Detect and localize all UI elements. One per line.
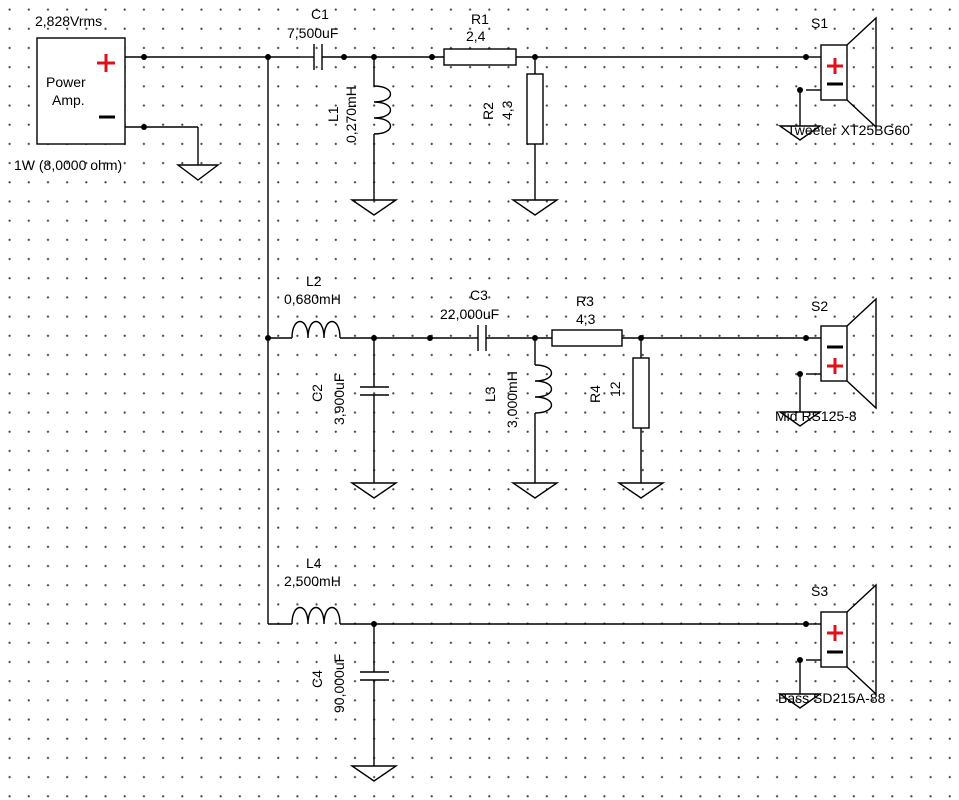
l4-value: 2,500mH	[284, 573, 341, 589]
c2-value: 3,900uF	[331, 374, 347, 425]
s1-name: Tweeter XT25BG60	[787, 122, 910, 138]
c1-value: 7,500uF	[287, 25, 338, 41]
r3-ref: R3	[576, 293, 594, 309]
inductor-l4[interactable]: L4 2,500mH	[268, 555, 374, 625]
l3-value: 3,000mH	[504, 371, 520, 428]
l1-value: 0,270mH	[343, 86, 359, 143]
inductor-l1[interactable]: L1 0,270mH	[325, 57, 392, 200]
capacitor-c1[interactable]: C1 7,500uF	[287, 6, 344, 70]
r3-value: 4,3	[576, 311, 596, 327]
amp-name-line2: Amp.	[52, 92, 85, 108]
s3-ref: S3	[811, 583, 828, 599]
resistor-r4[interactable]: R4 12	[587, 338, 650, 483]
inductor-l3[interactable]: L3 3,000mH	[482, 338, 553, 483]
l2-ref: L2	[306, 273, 322, 289]
resistor-r2[interactable]: R2 4,3	[480, 57, 544, 200]
amp-name-line1: Power	[46, 74, 86, 90]
ground-icon	[349, 199, 399, 216]
l4-ref: L4	[306, 555, 322, 571]
s2-name: Mid RS125-8	[775, 408, 857, 424]
c1-ref: C1	[311, 6, 329, 22]
c3-value: 22,000uF	[440, 306, 499, 322]
speaker-s1[interactable]: S1 Tweeter XT25BG60	[777, 15, 910, 141]
r1-value: 2,4	[466, 28, 486, 44]
capacitor-c3[interactable]: C3 22,000uF	[440, 287, 552, 351]
r4-ref: R4	[587, 385, 603, 403]
ground-icon	[175, 164, 221, 181]
speaker-s2[interactable]: S2 Mid RS125-8	[775, 297, 877, 427]
c4-value: 90,000uF	[331, 654, 347, 713]
r2-ref: R2	[480, 102, 496, 120]
power-amp[interactable]: 2,828Vrms Power Amp. 1W (8,0000 ohm)	[14, 13, 144, 173]
r2-value: 4,3	[499, 100, 515, 120]
ground-icon	[510, 482, 560, 499]
ground-icon	[510, 199, 560, 216]
speaker-s3[interactable]: S3 Bass SD215A-88	[777, 583, 886, 709]
ground-icon	[616, 482, 666, 499]
c3-ref: C3	[470, 287, 488, 303]
c2-ref: C2	[309, 384, 325, 402]
r1-ref: R1	[471, 11, 489, 27]
capacitor-c2[interactable]: C2 3,900uF	[309, 338, 389, 483]
resistor-r3[interactable]: R3 4,3	[551, 293, 806, 347]
inductor-l2[interactable]: L2 0,680mH	[268, 273, 374, 339]
resistor-r1[interactable]: R1 2,4	[443, 11, 517, 66]
l2-value: 0,680mH	[284, 291, 341, 307]
ground-icon	[349, 765, 399, 782]
amp-power-label: 1W (8,0000 ohm)	[14, 157, 122, 173]
s2-ref: S2	[811, 298, 828, 314]
l3-ref: L3	[482, 386, 498, 402]
s3-name: Bass SD215A-88	[778, 690, 886, 706]
capacitor-c4[interactable]: C4 90,000uF	[309, 624, 389, 766]
r4-value: 12	[607, 381, 623, 397]
s1-ref: S1	[811, 15, 828, 31]
l1-ref: L1	[325, 106, 341, 122]
amp-voltage-label: 2,828Vrms	[35, 13, 102, 29]
c4-ref: C4	[309, 670, 325, 688]
ground-icon	[349, 482, 399, 499]
